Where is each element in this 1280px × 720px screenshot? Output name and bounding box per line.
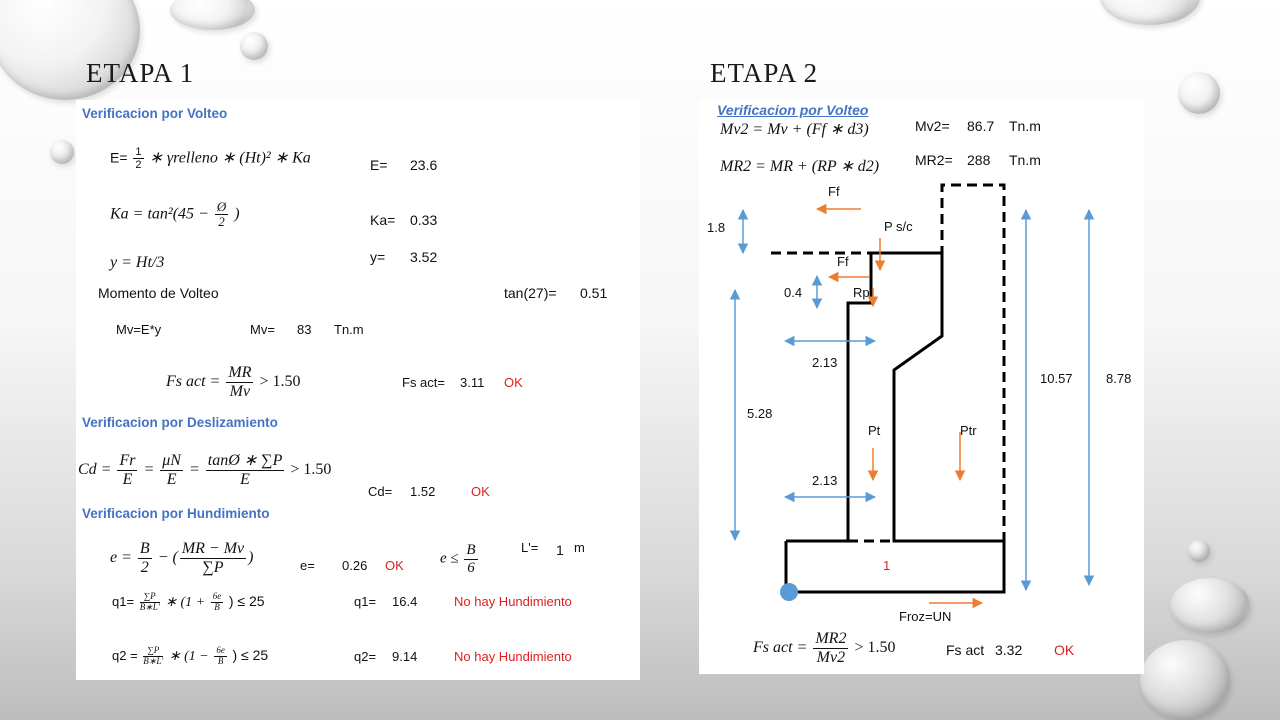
fs2-status: OK [1054, 642, 1075, 658]
tan-label: tan(27)= [504, 285, 557, 301]
label-ptr: Ptr [960, 423, 977, 438]
heading-etapa-1: ETAPA 1 [86, 58, 195, 88]
blue-dimension-arrows [729, 208, 1095, 592]
dim-1-8: 1.8 [707, 220, 726, 235]
tan-value: 0.51 [580, 285, 608, 301]
fs2-value: 3.32 [995, 642, 1023, 658]
fs-value: 3.11 [460, 375, 485, 390]
dim-2-13-top: 2.13 [812, 355, 838, 370]
label-ff-top: Ff [828, 184, 840, 199]
q2-label: q2= [354, 649, 377, 664]
etapa2-section-title: Verificacion por Volteo [717, 102, 869, 118]
water-drop [240, 32, 268, 60]
fs2-label: Fs act [946, 642, 985, 658]
empuje-label: E= [370, 157, 388, 173]
mv2-unit: Tn.m [1009, 118, 1041, 134]
label-froz: Froz=UN [899, 609, 952, 624]
q1-label: q1= [354, 594, 377, 609]
l-value: 1 [556, 542, 564, 558]
q1-status: No hay Hundimiento [454, 594, 572, 609]
mv2-value: 86.7 [967, 118, 995, 134]
section-volteo-title: Verificacion por Volteo [82, 106, 228, 121]
ka-value: 0.33 [410, 212, 438, 228]
dim-2-13-bottom: 2.13 [812, 473, 838, 488]
label-ff-mid: Ff [837, 254, 849, 269]
cd-value: 1.52 [410, 484, 436, 499]
mv-value: 83 [297, 322, 312, 337]
q1-value: 16.4 [392, 594, 418, 609]
y-label: y= [370, 249, 386, 265]
dashed-lines [771, 183, 1006, 543]
y-value: 3.52 [410, 249, 438, 265]
mv-expr: Mv=E*y [116, 322, 162, 337]
eq-y: y = Ht/3 [110, 254, 165, 271]
momento-volteo-label: Momento de Volteo [98, 285, 219, 301]
water-drop [1188, 540, 1210, 562]
e-label: e= [300, 558, 315, 573]
ka-label: Ka= [370, 212, 396, 228]
etapa2-panel: Verificacion por Volteo Mv2 = Mv + (Ff ∗… [699, 100, 1144, 674]
section-deslizamiento-title: Verificacion por Deslizamiento [82, 415, 278, 430]
dim-10-57: 10.57 [1040, 371, 1073, 386]
mr2-value: 288 [967, 152, 991, 168]
section-hundimiento-title: Verificacion por Hundimiento [82, 506, 270, 521]
cd-status: OK [471, 484, 490, 499]
dim-8-78: 8.78 [1106, 371, 1132, 386]
q2-status: No hay Hundimiento [454, 649, 572, 664]
fs-label: Fs act= [402, 375, 445, 390]
l-label: L'= [521, 540, 539, 555]
heading-etapa-2: ETAPA 2 [710, 58, 819, 88]
base-length-label: 1 [883, 558, 891, 573]
mr2-label: MR2= [915, 152, 953, 168]
e-status: OK [385, 558, 404, 573]
eq-mr2: MR2 = MR + (RP ∗ d2) [720, 158, 880, 175]
label-rp: Rp [853, 285, 870, 300]
mr2-unit: Tn.m [1009, 152, 1041, 168]
mv-label: Mv= [250, 322, 275, 337]
retaining-wall-diagram [729, 183, 1095, 609]
dim-5-28: 5.28 [747, 406, 773, 421]
eq-mv2: Mv2 = Mv + (Ff ∗ d3) [720, 121, 869, 138]
cd-label: Cd= [368, 484, 393, 499]
orange-force-arrows [815, 203, 984, 609]
water-drop [170, 0, 255, 30]
water-drop [1170, 578, 1250, 633]
water-drop [1178, 72, 1220, 114]
water-drop [50, 140, 74, 164]
dim-0-4: 0.4 [784, 285, 803, 300]
mv-unit: Tn.m [334, 322, 364, 337]
empuje-value: 23.6 [410, 157, 438, 173]
label-ps-c: P s/c [884, 219, 913, 234]
fs-status: OK [504, 375, 523, 390]
label-pt: Pt [868, 423, 881, 438]
toe-point [780, 583, 798, 601]
l-unit: m [574, 540, 585, 555]
water-drop [1100, 0, 1200, 25]
water-drop [1140, 640, 1230, 720]
e-value: 0.26 [342, 558, 368, 573]
q2-value: 9.14 [392, 649, 418, 664]
mv2-label: Mv2= [915, 118, 950, 134]
